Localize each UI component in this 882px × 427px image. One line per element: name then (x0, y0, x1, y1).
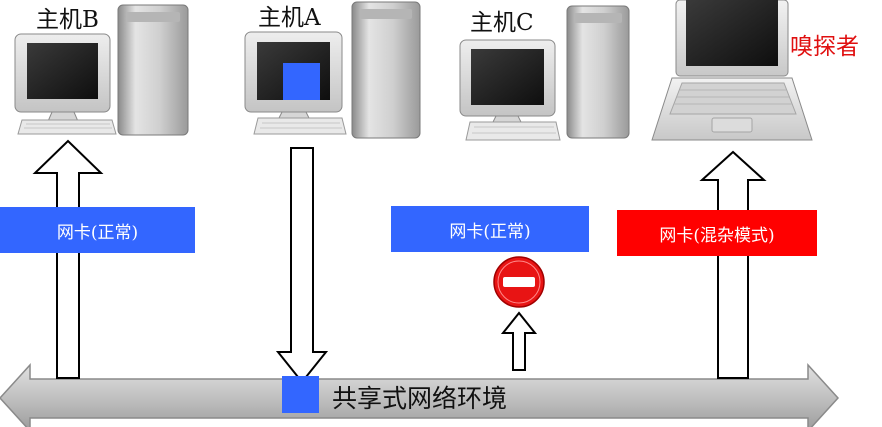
arrow-up-to-sniffer (699, 150, 767, 379)
sniffer-laptop (651, 0, 813, 141)
nic-host-b: 网卡(正常) (0, 207, 195, 253)
sniffer-label: 嗅探者 (790, 34, 859, 60)
host-c-computer (459, 5, 630, 141)
arrow-up-to-host-b (32, 139, 104, 379)
shared-network-bar (0, 363, 840, 427)
no-entry-icon (493, 256, 545, 308)
host-b-computer (14, 4, 189, 136)
arrow-down-from-host-a (275, 147, 329, 384)
host-a-label: 主机A (258, 5, 321, 31)
packet-at-host-a (283, 63, 320, 100)
packet-on-network (282, 376, 319, 413)
network-label: 共享式网络环境 (332, 384, 508, 413)
nic-sniffer: 网卡(混杂模式) (617, 210, 817, 256)
host-c-label: 主机C (470, 10, 534, 36)
host-b-label: 主机B (36, 7, 99, 33)
nic-host-c: 网卡(正常) (391, 206, 589, 252)
arrow-up-blocked (500, 311, 538, 371)
